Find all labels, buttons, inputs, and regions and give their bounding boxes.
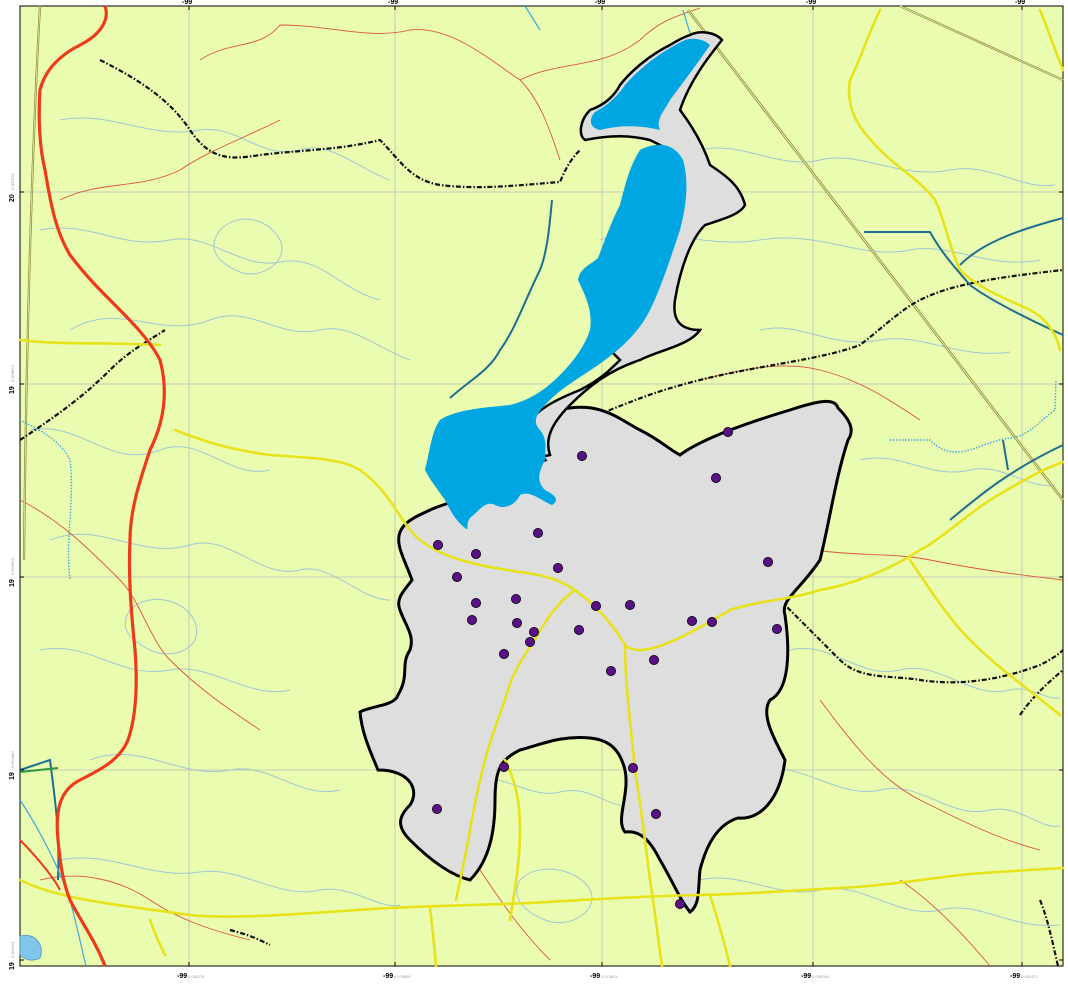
reservoir-water bbox=[425, 38, 710, 530]
left-axis-label: 20 bbox=[9, 194, 16, 202]
bottom-axis-label: -99 bbox=[801, 973, 811, 980]
sample-point bbox=[470, 549, 481, 560]
blue-stream-top bbox=[524, 5, 541, 31]
sample-point bbox=[707, 617, 718, 628]
left-axis-label: 19 bbox=[9, 962, 16, 970]
left-axis-label: 19 bbox=[9, 579, 16, 587]
sample-point bbox=[625, 600, 636, 611]
left-axis-label: 19 bbox=[9, 772, 16, 780]
bottom-axis-sublabel: 0.081178 bbox=[188, 974, 205, 979]
main-roads bbox=[18, 8, 1065, 968]
bottom-axis-label: -99 bbox=[383, 973, 393, 980]
map-content: -99-99-99-99-99-990.081178-990.079880-99… bbox=[9, 0, 1065, 980]
intermittent-streams bbox=[19, 379, 1057, 581]
top-axis-label: -99 bbox=[388, 0, 398, 6]
sample-point bbox=[498, 762, 509, 773]
study-area-polygon bbox=[358, 400, 853, 915]
sample-point bbox=[651, 809, 662, 820]
sample-point bbox=[470, 598, 481, 609]
bottom-axis-sublabel: 0.079880 bbox=[394, 974, 411, 979]
sample-point bbox=[574, 625, 585, 636]
sample-point bbox=[510, 594, 521, 605]
sample-point bbox=[533, 528, 544, 539]
sample-point bbox=[591, 601, 602, 612]
sample-point bbox=[466, 615, 477, 626]
sample-point bbox=[553, 563, 564, 574]
sample-point bbox=[606, 666, 617, 677]
bottom-axis-label: -99 bbox=[1010, 973, 1020, 980]
sample-point bbox=[529, 627, 540, 638]
top-axis-label: -99 bbox=[182, 0, 192, 6]
lake-corner bbox=[19, 934, 42, 961]
sample-point bbox=[451, 572, 462, 583]
sample-point bbox=[763, 557, 774, 568]
railway bbox=[22, 4, 1065, 561]
sample-points bbox=[431, 426, 783, 910]
left-axis-label: 19 bbox=[9, 386, 16, 394]
bottom-axis-sublabel: 0.055748 bbox=[812, 974, 829, 979]
streams bbox=[19, 199, 1064, 881]
sample-point bbox=[431, 804, 442, 815]
left-axis-sublabel: 0.996053 bbox=[10, 558, 15, 575]
top-axis-label: -99 bbox=[1015, 0, 1025, 6]
coordinate-grid bbox=[20, 6, 1063, 966]
left-axis-sublabel: 0.001570 bbox=[10, 173, 15, 190]
sample-point bbox=[649, 655, 660, 666]
sample-point bbox=[772, 624, 783, 635]
sample-point bbox=[498, 649, 509, 660]
bottom-axis-label: -99 bbox=[177, 973, 187, 980]
sample-point bbox=[711, 472, 722, 483]
sample-point bbox=[628, 763, 639, 774]
left-axis-sublabel: 0.998874 bbox=[10, 365, 15, 382]
highway-branch bbox=[19, 839, 61, 891]
bottom-axis-sublabel: 0.051472 bbox=[1021, 974, 1038, 979]
left-axis-sublabel: 0.993480 bbox=[10, 751, 15, 768]
bottom-axis-label: -99 bbox=[590, 973, 600, 980]
top-axis-label: -99 bbox=[806, 0, 816, 6]
sample-point bbox=[723, 426, 734, 437]
left-axis-sublabel: 0.990401 bbox=[10, 941, 15, 958]
green-road bbox=[19, 767, 59, 773]
bottom-axis-sublabel: 0.074824 bbox=[601, 974, 618, 979]
sample-point bbox=[512, 618, 523, 629]
sample-point bbox=[577, 450, 588, 461]
sample-point bbox=[432, 540, 443, 551]
top-axis-label: -99 bbox=[595, 0, 605, 6]
sample-point bbox=[675, 899, 686, 910]
highway bbox=[37, 5, 166, 967]
sample-point bbox=[525, 637, 536, 648]
sample-point bbox=[687, 616, 698, 627]
